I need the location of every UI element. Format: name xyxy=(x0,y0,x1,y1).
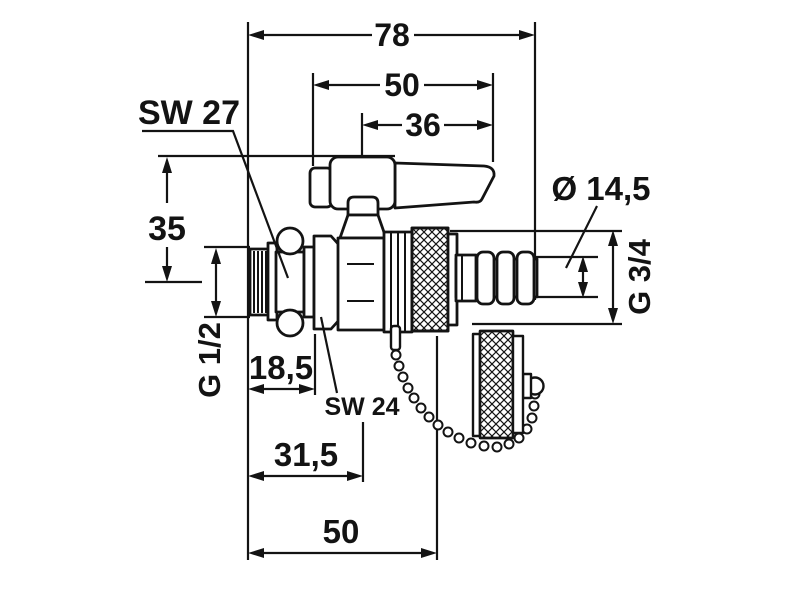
wrench-size-top-label: SW 27 xyxy=(138,94,240,132)
outlet-thread-label: G 3/4 xyxy=(622,238,657,315)
sw27-leader xyxy=(142,129,290,279)
hex-nut-sw27-top-arc xyxy=(275,226,305,256)
leader-lines xyxy=(142,129,598,394)
stem-packing-flare xyxy=(338,213,388,240)
dim-mid-length-label: 31,5 xyxy=(274,436,338,473)
diameter-leader xyxy=(565,205,598,269)
valve-stem xyxy=(346,195,380,217)
hose-barb-ridge xyxy=(475,250,496,306)
dimension-shafts xyxy=(165,33,615,555)
union-washer xyxy=(302,245,316,319)
hex-nut-sw27-barrel xyxy=(274,250,306,314)
dimension-lines xyxy=(145,22,622,560)
cap-knurl xyxy=(478,329,515,440)
chain-tab xyxy=(389,324,402,352)
union-nut-sw24 xyxy=(312,234,342,331)
dimension-labels: 78 50 36 SW 27 35 Ø 14,5 G 3/4 G 1/2 18,… xyxy=(138,17,657,550)
dim-inlet-length-label: 18,5 xyxy=(249,349,313,386)
hose-barb-neck xyxy=(454,253,478,303)
lever-handle xyxy=(393,161,496,210)
wrench-size-mid-label: SW 24 xyxy=(324,393,399,421)
hose-barb-ridge xyxy=(515,250,536,306)
valve-assembly xyxy=(248,155,539,338)
valve-body xyxy=(336,236,386,332)
cap-and-chain xyxy=(389,324,545,453)
dim-upper-width-label: 50 xyxy=(384,67,420,103)
hose-barb-ridge xyxy=(495,250,516,306)
cap-right-rim xyxy=(511,334,525,435)
dim-lower-length-label: 50 xyxy=(323,513,360,550)
sw24-leader xyxy=(319,316,339,394)
inlet-thread-label: G 1/2 xyxy=(192,322,227,398)
coupling-nut-knurl xyxy=(410,226,450,333)
ball-chain xyxy=(390,349,541,453)
dim-handle-width-label: 36 xyxy=(405,107,441,143)
hex-nut-sw27-bottom-arc xyxy=(275,308,305,338)
extension-lines xyxy=(145,22,622,560)
dimension-arrowheads xyxy=(162,30,618,558)
hose-diameter-label: Ø 14,5 xyxy=(551,170,650,207)
dim-overall-width-label: 78 xyxy=(374,17,410,53)
detail-lines xyxy=(253,233,463,331)
dim-height-label: 35 xyxy=(148,210,186,248)
